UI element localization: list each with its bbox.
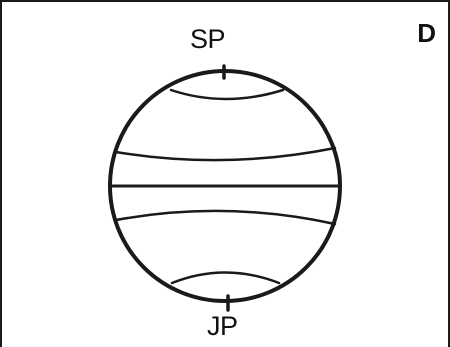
latitude-band-top	[171, 90, 283, 99]
latitude-band-upper	[116, 148, 335, 160]
latitude-band-lower	[116, 211, 335, 224]
latitude-band-bottom	[172, 273, 279, 284]
